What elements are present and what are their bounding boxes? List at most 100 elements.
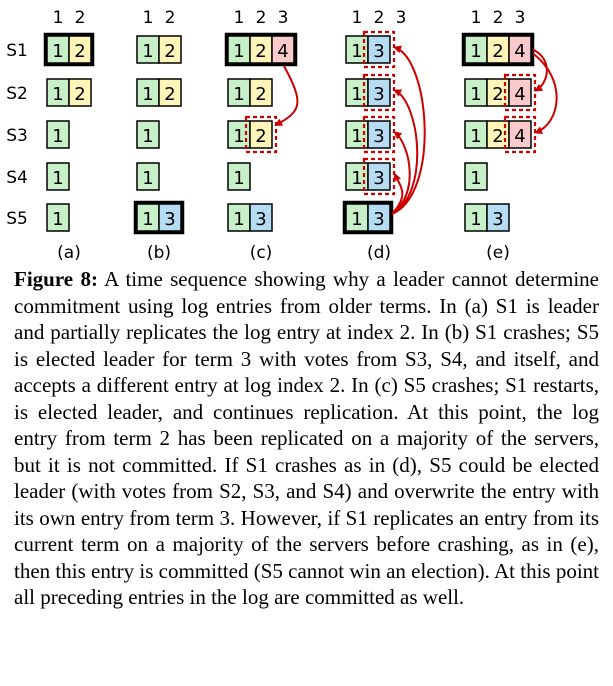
log-entry-term-2 — [249, 120, 273, 149]
log-entry-term-label: 3 — [164, 209, 175, 230]
log-entry-term-1 — [136, 162, 160, 191]
log-entry-term-label: 3 — [373, 126, 384, 147]
panel-label: (a) — [57, 243, 81, 262]
log-entry-term-1 — [46, 203, 70, 232]
log-index-label: 1 — [53, 8, 64, 28]
log-index-label: 1 — [471, 8, 482, 28]
log-entry-term-4 — [508, 120, 532, 149]
log-entry-term-3 — [367, 78, 391, 107]
log-entry-term-label: 2 — [74, 84, 85, 105]
replication-arrow — [532, 48, 548, 92]
log-entry-term-label: 1 — [142, 209, 153, 230]
log-entry-term-label: 4 — [514, 41, 525, 62]
log-entry-term-2 — [158, 78, 182, 107]
log-entry-term-label: 1 — [142, 84, 153, 105]
log-index-label: 3 — [278, 8, 289, 28]
log-entry-term-label: 2 — [255, 126, 266, 147]
panel-label: (c) — [250, 243, 273, 262]
log-entry-term-3 — [486, 203, 510, 232]
log-entry-term-3 — [249, 203, 273, 232]
log-entry-term-2 — [68, 78, 92, 107]
log-entry-term-label: 3 — [373, 84, 384, 105]
server-label-s2: S2 — [6, 84, 28, 104]
log-entry-term-label: 1 — [351, 84, 362, 105]
log-entry-term-label: 1 — [351, 41, 362, 62]
leader-border — [43, 32, 95, 67]
panel-label: (e) — [486, 243, 510, 262]
log-entry-term-label: 2 — [492, 84, 503, 105]
replication-highlight — [362, 30, 396, 69]
log-entry-term-label: 3 — [373, 41, 384, 62]
replication-highlight — [362, 73, 396, 112]
leader-border — [461, 32, 535, 67]
replication-arrow — [274, 65, 299, 126]
log-entry-term-3 — [367, 35, 391, 64]
figure-caption: Figure 8: A time sequence showing why a … — [14, 266, 599, 611]
log-entry-term-1 — [464, 162, 488, 191]
log-index-label: 1 — [143, 8, 154, 28]
replication-highlight — [362, 115, 396, 154]
log-entry-term-label: 1 — [52, 41, 63, 62]
log-entry-term-label: 2 — [164, 84, 175, 105]
log-index-label: 2 — [256, 8, 267, 28]
replication-arrow — [391, 172, 404, 215]
replication-arrow — [391, 89, 419, 215]
log-index-label: 2 — [493, 8, 504, 28]
figure-label: Figure 8: — [14, 267, 98, 291]
log-entry-term-3 — [367, 162, 391, 191]
log-entry-term-label: 4 — [514, 84, 525, 105]
log-entry-term-label: 3 — [373, 168, 384, 189]
log-entry-term-label: 2 — [74, 41, 85, 62]
log-entry-term-label: 1 — [52, 168, 63, 189]
log-entry-term-label: 4 — [514, 126, 525, 147]
log-index-label: 3 — [515, 8, 526, 28]
log-entry-term-3 — [367, 120, 391, 149]
panel-label: (d) — [367, 243, 391, 262]
replication-highlight — [503, 73, 537, 112]
replication-arrow — [391, 45, 426, 215]
log-entry-term-label: 4 — [277, 41, 288, 62]
log-entry-term-label: 2 — [492, 41, 503, 62]
log-entry-term-label: 1 — [470, 126, 481, 147]
replication-highlight — [244, 115, 278, 154]
log-entry-term-1 — [46, 120, 70, 149]
log-entry-term-label: 1 — [470, 41, 481, 62]
log-entry-term-label: 1 — [142, 126, 153, 147]
leader-border — [342, 200, 394, 235]
leader-border — [224, 32, 298, 67]
log-entry-term-label: 1 — [52, 209, 63, 230]
log-entry-term-label: 1 — [233, 84, 244, 105]
log-entry-term-label: 3 — [255, 209, 266, 230]
log-entry-term-label: 3 — [492, 209, 503, 230]
log-entry-term-label: 1 — [470, 84, 481, 105]
log-entry-term-label: 1 — [142, 168, 153, 189]
log-entry-term-label: 1 — [470, 168, 481, 189]
log-entry-term-label: 1 — [233, 126, 244, 147]
leader-border — [133, 200, 185, 235]
log-entry-term-label: 1 — [233, 41, 244, 62]
log-entry-term-label: 1 — [52, 126, 63, 147]
server-label-s5: S5 — [6, 209, 28, 229]
log-entry-term-label: 1 — [233, 209, 244, 230]
replication-highlight — [362, 157, 396, 196]
replication-arrow — [532, 52, 558, 134]
log-entry-term-label: 1 — [351, 209, 362, 230]
log-entry-term-label: 1 — [351, 168, 362, 189]
log-index-label: 2 — [165, 8, 176, 28]
log-index-label: 1 — [234, 8, 245, 28]
log-entry-term-label: 2 — [255, 41, 266, 62]
log-entry-term-label: 1 — [142, 41, 153, 62]
panel-label: (b) — [147, 243, 171, 262]
log-index-label: 2 — [374, 8, 385, 28]
log-entry-term-2 — [158, 35, 182, 64]
log-entry-term-label: 3 — [373, 209, 384, 230]
log-entry-term-4 — [508, 78, 532, 107]
log-entry-term-1 — [136, 120, 160, 149]
replication-arrow — [391, 131, 411, 215]
